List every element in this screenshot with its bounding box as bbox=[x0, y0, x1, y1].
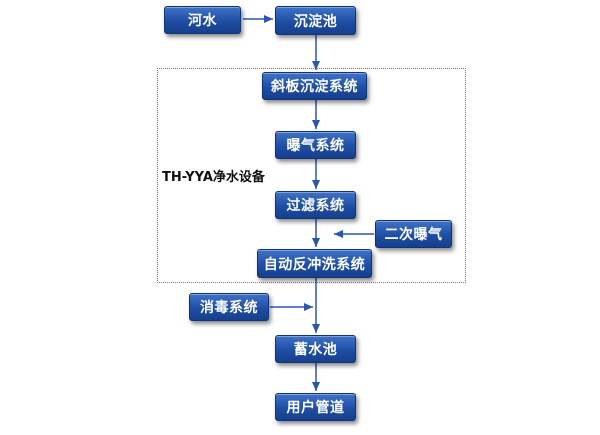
node-filtration-system: 过滤系统 bbox=[275, 191, 356, 219]
node-user-pipeline: 用户管道 bbox=[275, 393, 356, 421]
node-disinfection-system: 消毒系统 bbox=[189, 293, 269, 321]
node-storage-tank: 蓄水池 bbox=[275, 335, 356, 363]
node-aeration-system: 曝气系统 bbox=[275, 131, 356, 159]
node-secondary-aeration: 二次曝气 bbox=[375, 220, 452, 248]
node-auto-backwash-system: 自动反冲洗系统 bbox=[257, 249, 372, 278]
node-inclined-plate-sedimentation: 斜板沉淀系统 bbox=[262, 72, 367, 100]
node-sedimentation-tank: 沉淀池 bbox=[275, 6, 356, 35]
equipment-boundary-frame bbox=[157, 68, 466, 283]
node-river-water: 河水 bbox=[164, 6, 241, 34]
equipment-label: TH-YYA净水设备 bbox=[162, 170, 265, 185]
